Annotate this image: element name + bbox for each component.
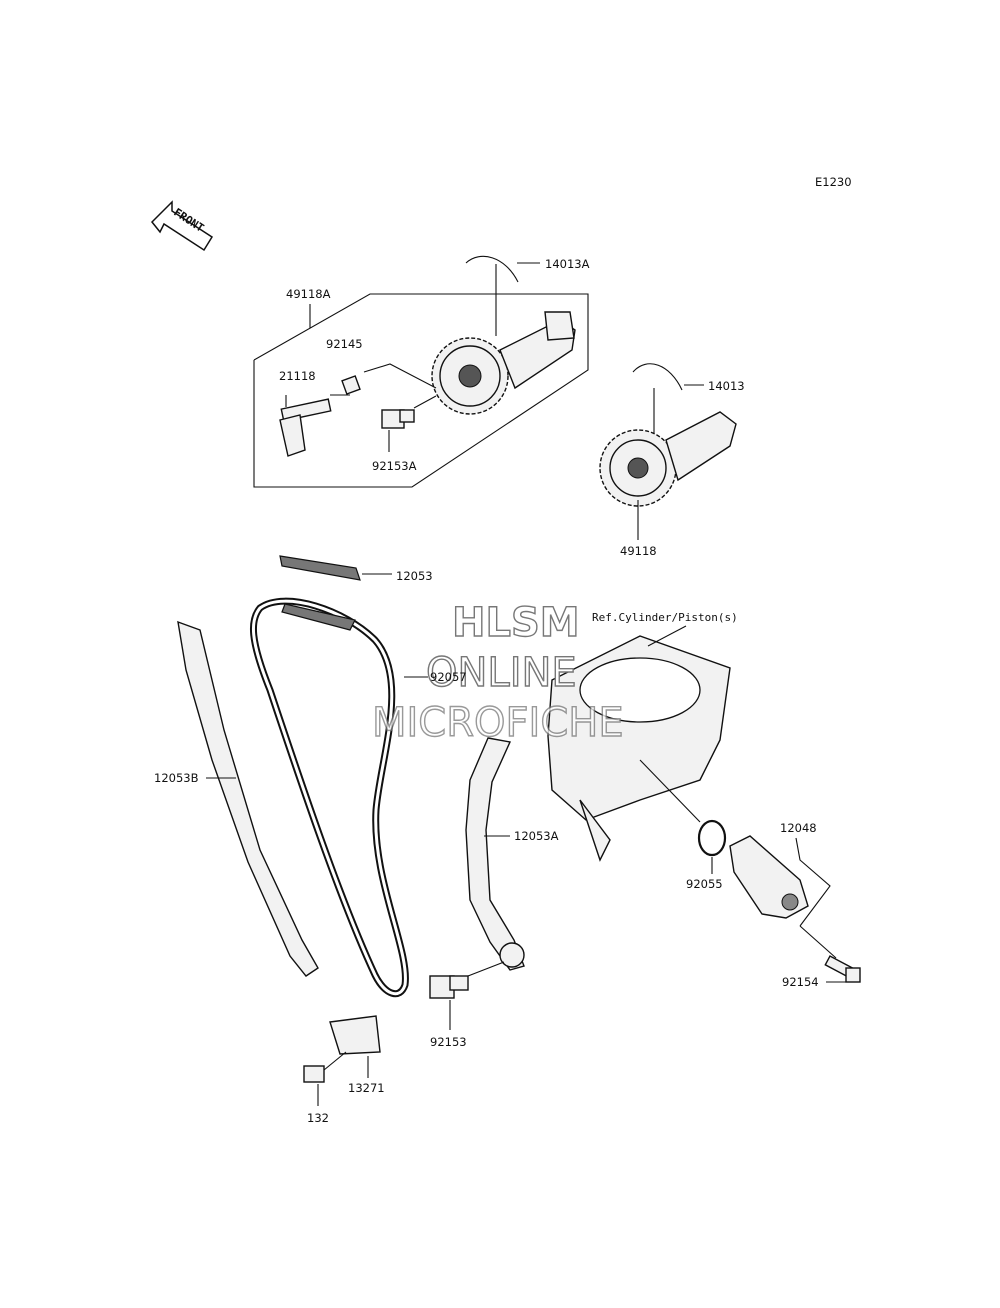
bolt-92154 bbox=[799, 925, 861, 983]
label-92154[interactable]: 92154 bbox=[782, 975, 819, 989]
label-12053B[interactable]: 12053B bbox=[154, 771, 199, 785]
label-13271[interactable]: 13271 bbox=[348, 1081, 385, 1095]
label-12048[interactable]: 12048 bbox=[780, 821, 817, 835]
bolt-132 bbox=[303, 1051, 347, 1106]
reference-label: Ref.Cylinder/Piston(s) bbox=[592, 611, 738, 624]
label-49118A[interactable]: 49118A bbox=[286, 287, 331, 301]
label-92153A[interactable]: 92153A bbox=[372, 459, 417, 473]
tensioner-12048 bbox=[729, 835, 831, 927]
camshaft-sprocket-exhaust bbox=[431, 311, 576, 415]
diagram-code: E1230 bbox=[815, 175, 852, 189]
camshaft-sprocket-intake bbox=[599, 411, 737, 540]
watermark-line1: HLSM bbox=[452, 600, 580, 646]
front-arrow-icon: FRONT bbox=[150, 200, 214, 252]
chain-guide-front-12053A bbox=[465, 737, 525, 971]
camshaft-assembly-box bbox=[253, 293, 589, 488]
watermark-line3: MICROFICHE bbox=[372, 700, 624, 746]
bolt-92153A bbox=[381, 395, 437, 452]
label-12053[interactable]: 12053 bbox=[396, 569, 433, 583]
cam-chain-92057 bbox=[249, 597, 428, 998]
label-92153[interactable]: 92153 bbox=[430, 1035, 467, 1049]
decomp-shaft-21118 bbox=[279, 394, 350, 457]
chain-guide-upper-12053 bbox=[279, 555, 392, 581]
label-92057[interactable]: 92057 bbox=[430, 670, 467, 684]
label-92145[interactable]: 92145 bbox=[326, 337, 363, 351]
label-14013A[interactable]: 14013A bbox=[545, 257, 590, 271]
label-14013[interactable]: 14013 bbox=[708, 379, 745, 393]
label-21118[interactable]: 21118 bbox=[279, 369, 316, 383]
o-ring-92055 bbox=[697, 819, 727, 874]
spring-92145 bbox=[341, 363, 437, 395]
label-92055[interactable]: 92055 bbox=[686, 877, 723, 891]
watermark-line2: ONLINE bbox=[426, 650, 577, 696]
label-12053A[interactable]: 12053A bbox=[514, 829, 559, 843]
cylinder-reference bbox=[547, 625, 731, 862]
label-132[interactable]: 132 bbox=[307, 1111, 329, 1125]
bolt-92153 bbox=[429, 961, 505, 1030]
circlip-14013A bbox=[465, 255, 540, 336]
chain-guide-rear-12053B bbox=[177, 620, 319, 977]
label-49118[interactable]: 49118 bbox=[620, 544, 657, 558]
plate-13271 bbox=[329, 1015, 381, 1078]
